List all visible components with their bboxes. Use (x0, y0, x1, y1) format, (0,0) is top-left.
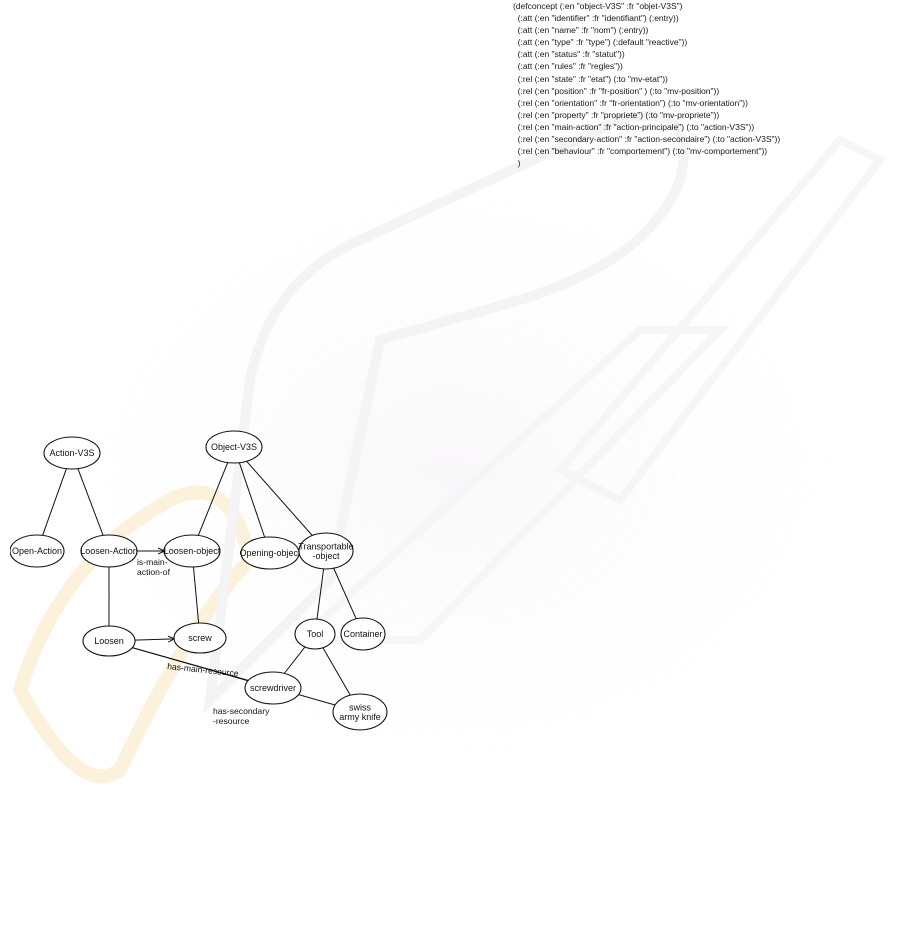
node-label: Loosen-Action (80, 546, 138, 556)
node-container: Container (340, 617, 386, 651)
node-label: Tool (307, 629, 324, 639)
diagram-edges (42, 460, 357, 706)
node-opening-object: Opening-object (239, 536, 301, 570)
node-action-v3s: Action-V3S (43, 436, 101, 470)
node-ellipse (173, 622, 227, 654)
node-ellipse (332, 693, 388, 731)
edge-action-v3s-open-action (42, 468, 67, 536)
node-open-action: Open-Action (10, 534, 65, 568)
edge-object-v3s-transportable-object (246, 460, 313, 536)
edge-transportable-object-tool (316, 568, 325, 620)
node-transportable-object: Transportable-object (298, 532, 354, 570)
code-line: (:rel (:en "property" :fr "propriete") (… (513, 109, 720, 120)
node-label: screw (188, 633, 212, 643)
code-line: (defconcept (:en "object-V3S" :fr "objet… (513, 1, 683, 11)
node-ellipse (294, 618, 336, 650)
node-label: Container (343, 629, 382, 639)
code-line: (:att (:en "status" :fr "statut")) (513, 49, 625, 60)
node-ellipse (43, 436, 101, 470)
node-label: Transportable-object (298, 541, 353, 561)
node-loosen-object: Loosen-object (163, 534, 221, 568)
node-ellipse (298, 532, 354, 570)
code-line: (:att (:en "rules" :fr "regles")) (513, 61, 623, 72)
node-label: Action-V3S (49, 448, 94, 458)
node-ellipse (244, 671, 302, 705)
node-screw: screw (173, 622, 227, 654)
concept-hierarchy-diagram: Action-V3S Object-V3S Open-Action Loosen-Ac… (10, 430, 388, 731)
edge-loosen-swiss-army-knife (132, 647, 336, 706)
edge-label: has-main-resource (167, 661, 240, 678)
node-loosen-action: Loosen-Action (80, 534, 138, 568)
code-line: (:rel (:en "main-action" :fr "action-pri… (513, 121, 755, 132)
diagram-nodes: Action-V3S Object-V3S Open-Action Loosen-Ac… (10, 430, 388, 731)
edge-object-v3s-loosen-object (197, 462, 229, 536)
node-screwdriver: screwdriver (244, 671, 302, 705)
code-line: (:rel (:en "orientation" :fr "fr-orienta… (513, 97, 748, 108)
node-ellipse (10, 534, 65, 568)
node-ellipse (340, 617, 386, 651)
code-line: (:rel (:en "position" :fr "fr-position" … (513, 85, 720, 96)
code-line: ) (513, 158, 521, 169)
node-tool: Tool (294, 618, 336, 650)
defconcept-code-block: (defconcept (:en "object-V3S" :fr "objet… (513, 0, 893, 169)
node-label: Open-Action (12, 546, 62, 556)
code-line: (:att (:en "type" :fr "type") (:default … (513, 37, 688, 48)
node-ellipse (82, 625, 136, 657)
node-label: Object-V3S (211, 442, 257, 452)
edge-label: has-secondary-resource (213, 706, 270, 726)
node-object-v3s: Object-V3S (205, 430, 263, 464)
node-label: Loosen (94, 636, 124, 646)
edge-loosen-screw (134, 639, 174, 640)
node-label: Loosen-object (164, 546, 221, 556)
edge-loosen-object-screw (192, 566, 200, 624)
node-ellipse (80, 534, 138, 568)
node-ellipse (205, 430, 263, 464)
edge-tool-swiss-army-knife (322, 647, 351, 696)
node-label: screwdriver (250, 683, 296, 693)
node-loosen: Loosen (82, 625, 136, 657)
edge-action-v3s-loosen-action (77, 468, 104, 536)
code-line: (:att (:en "identifier" :fr "identifiant… (513, 13, 679, 24)
edge-transportable-object-container (333, 568, 357, 619)
edge-object-v3s-opening-object (238, 462, 266, 538)
node-label: Opening-object (239, 548, 301, 558)
code-line: (:rel (:en "secondary-action" :fr "actio… (513, 134, 781, 145)
code-line: (:rel (:en "behaviour" :fr "comportement… (513, 146, 768, 157)
node-ellipse (163, 534, 221, 568)
code-line: (:rel (:en "state" :fr "etat") (:to "mv-… (513, 73, 668, 84)
edge-tool-screwdriver (283, 646, 306, 674)
edge-label: is-main-action-of (137, 557, 171, 577)
code-line: (:att (:en "name" :fr "nom") (:entry)) (513, 25, 649, 36)
